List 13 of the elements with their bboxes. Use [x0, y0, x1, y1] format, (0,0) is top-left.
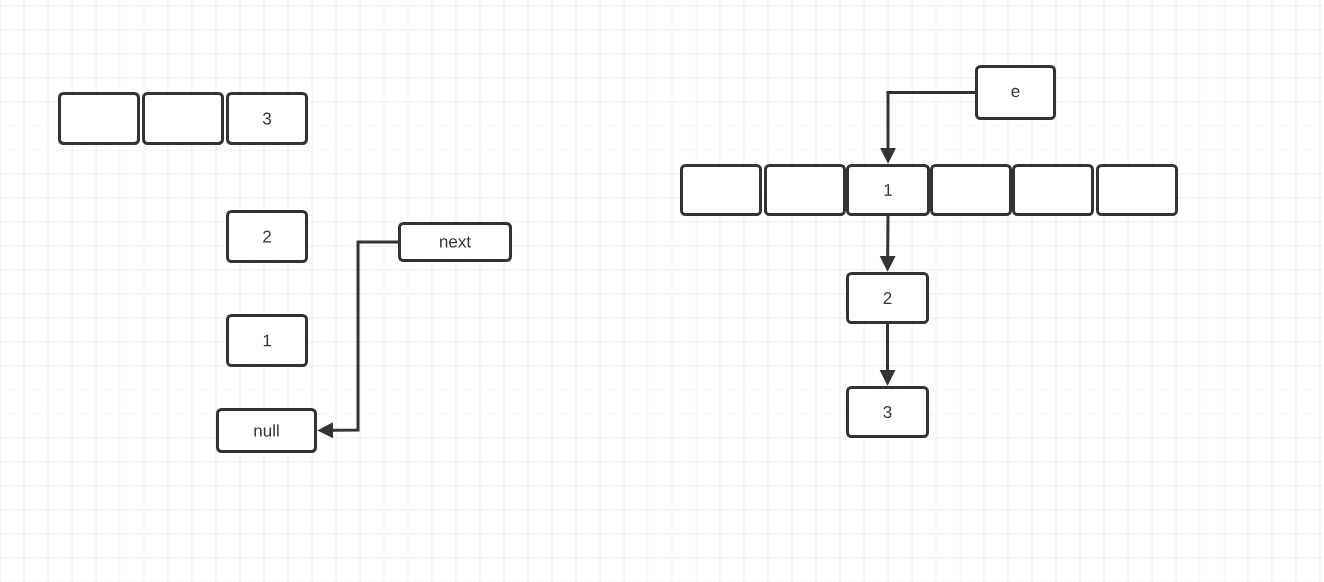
text-box: 2	[226, 210, 308, 263]
empty-box	[142, 92, 224, 145]
text-box: 1	[846, 164, 930, 216]
text-box: next	[398, 222, 512, 262]
text-box: 3	[846, 386, 929, 438]
empty-box	[1096, 164, 1178, 216]
empty-box	[680, 164, 762, 216]
empty-box	[58, 92, 140, 145]
text-box: 1	[226, 314, 308, 367]
text-box: 3	[226, 92, 308, 145]
text-box: e	[975, 65, 1056, 120]
text-box: 2	[846, 272, 929, 324]
text-box: null	[216, 408, 317, 453]
